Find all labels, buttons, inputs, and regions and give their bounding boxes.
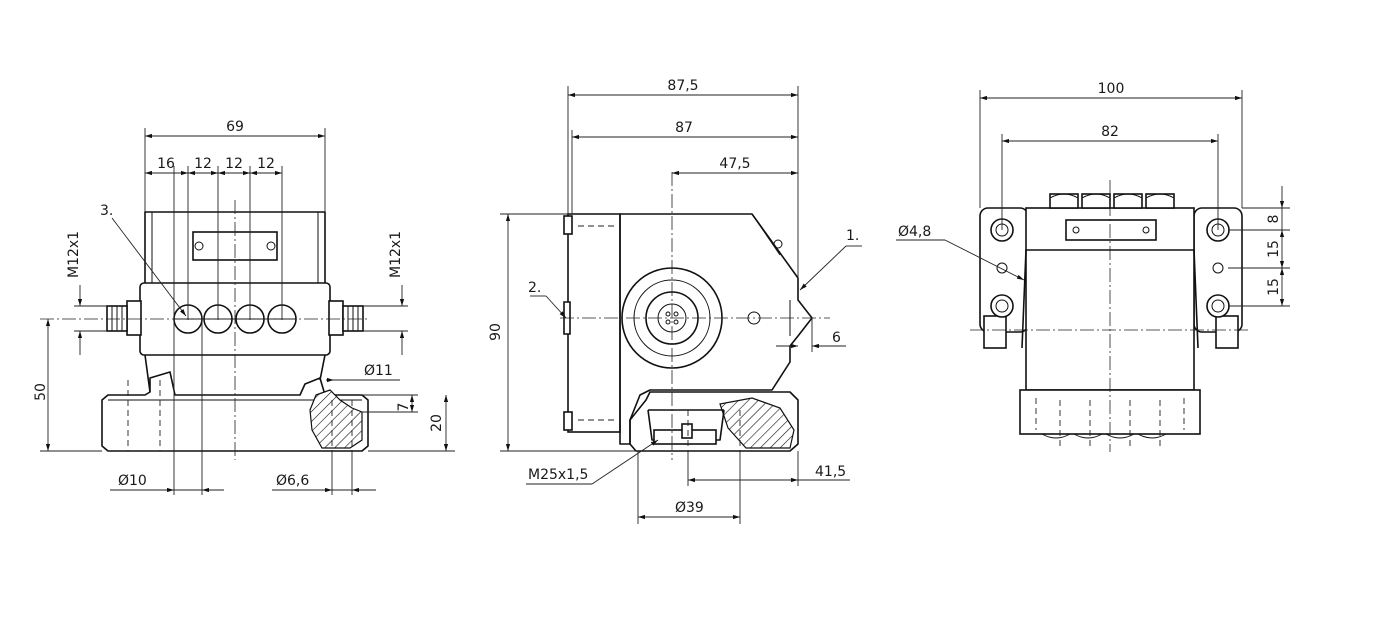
- rear-top-connectors: [1049, 193, 1175, 209]
- rear-label-plate: [1065, 219, 1157, 241]
- dim-pitch-a: 12: [194, 156, 212, 172]
- dim-hole-diameter: Ø4,8: [898, 224, 931, 240]
- screw-right-icon: [266, 241, 276, 251]
- mount-hole-bl-icon: [990, 294, 1014, 318]
- rear-view: 100 82 Ø4,8 8 15 15: [896, 81, 1290, 452]
- rear-body: [970, 180, 1250, 452]
- dim-spacing-mid: 15: [1266, 240, 1282, 258]
- connector-left: [106, 300, 142, 336]
- dim-thread-left: M12x1: [66, 231, 82, 278]
- screw-left-icon: [194, 241, 204, 251]
- front-housing: [40, 200, 370, 460]
- dim-spacing-low: 15: [1266, 278, 1282, 296]
- rear-dimensions: 100 82 Ø4,8 8 15 15: [896, 81, 1290, 307]
- side-dimensions: 87,5 87 47,5 90 6 41,5 Ø39: [488, 78, 862, 524]
- side-body: [560, 172, 830, 460]
- dim-length-overall: 87,5: [667, 78, 698, 94]
- front-view: 69 16 12 12 12 M12x1 M: [33, 119, 455, 495]
- dim-hole-small: Ø10: [118, 473, 147, 489]
- dim-base-height: 20: [429, 414, 445, 432]
- dim-tip: 6: [832, 330, 841, 346]
- dim-gland-diameter: Ø39: [675, 500, 704, 516]
- callout-led-row: 3.: [100, 203, 113, 219]
- dim-gland-thread: M25x1,5: [528, 467, 588, 483]
- dim-pitch-c: 12: [257, 156, 275, 172]
- dim-thread-right: M12x1: [388, 231, 404, 278]
- side-view: 87,5 87 47,5 90 6 41,5 Ø39: [488, 78, 862, 524]
- side-cover: [567, 213, 621, 433]
- front-dimensions: 69 16 12 12 12 M12x1 M: [33, 119, 455, 495]
- connector-right: [328, 300, 364, 336]
- dim-hole-mount: Ø6,6: [276, 473, 309, 489]
- dim-pitch-b: 12: [225, 156, 243, 172]
- dim-bore-large: Ø11: [364, 363, 393, 379]
- dim-hole-spacing: 82: [1101, 124, 1119, 140]
- mount-hole-br-icon: [1206, 294, 1230, 318]
- dim-length-body: 87: [675, 120, 693, 136]
- dim-width-total: 69: [226, 119, 244, 135]
- dim-axis-offset: 47,5: [719, 156, 750, 172]
- front-base: [101, 371, 369, 452]
- dim-bore-depth: 7: [396, 403, 412, 412]
- dim-pitch-first: 16: [157, 156, 175, 172]
- dim-height-axis: 50: [33, 383, 49, 401]
- dim-offset-top: 8: [1266, 215, 1282, 224]
- dim-width-flange: 100: [1098, 81, 1125, 97]
- dim-cable-offset: 41,5: [815, 464, 846, 480]
- side-screw-icon: [773, 239, 783, 249]
- mount-hole-mr-icon: [1212, 262, 1224, 274]
- callout-cover: 2.: [528, 280, 541, 296]
- dim-height-total: 90: [488, 323, 504, 341]
- callout-actuator: 1.: [846, 228, 859, 244]
- mount-hole-ml-icon: [996, 262, 1008, 274]
